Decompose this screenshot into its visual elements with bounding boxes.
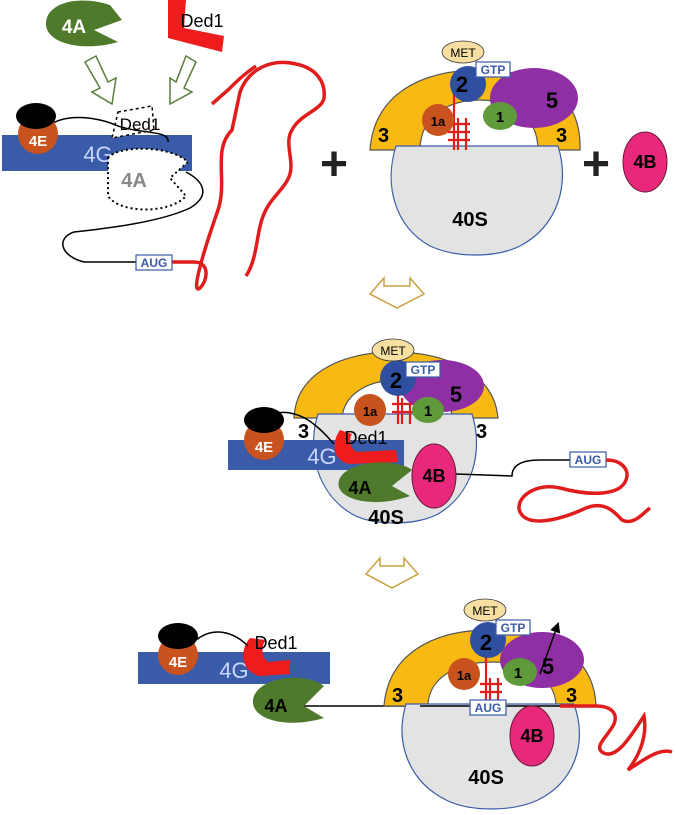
svg-text:2: 2 <box>456 72 468 97</box>
free-eif4b: 4B <box>622 131 668 193</box>
mrna-5utr-loop <box>62 171 204 263</box>
trna <box>480 648 502 706</box>
mrna-5utr <box>43 116 169 143</box>
eif1a <box>422 104 454 136</box>
svg-text:1: 1 <box>496 109 504 126</box>
svg-text:1: 1 <box>424 403 432 420</box>
svg-text:Ded1: Ded1 <box>254 633 297 653</box>
svg-text:4B: 4B <box>520 726 543 746</box>
40s-complex: 3 3 40S 5 1a 1 2 MET GTP <box>369 40 581 256</box>
panel-2: 3 3 40S 4G Ded1 4A 4B 5 1a 1 2 MET GTP <box>228 338 652 529</box>
eif4b <box>509 705 555 767</box>
ded1 <box>334 430 398 464</box>
met-trna <box>463 598 507 622</box>
panel-3: 4G Ded1 4A 4E 3 3 40S AUG 5 <box>138 598 673 810</box>
arrow-up-right-icon <box>539 622 561 675</box>
40s-subunit <box>401 703 580 810</box>
gtp-box <box>495 619 531 636</box>
cap-structure <box>16 103 56 129</box>
svg-text:1a: 1a <box>431 114 446 129</box>
eif1 <box>503 658 537 686</box>
mrna-cds <box>517 458 652 524</box>
open-down-arrow-icon <box>83 54 197 106</box>
svg-text:3: 3 <box>476 421 487 443</box>
svg-text:Ded1: Ded1 <box>344 428 387 448</box>
ded1-placeholder <box>111 105 155 139</box>
eif4a-placeholder <box>107 147 190 211</box>
svg-text:AUG: AUG <box>475 701 502 715</box>
cap-structure <box>244 407 284 433</box>
met-trna <box>371 338 415 362</box>
eif3-label: 3 <box>378 125 389 147</box>
mrna-cds <box>560 704 673 772</box>
svg-text:4A: 4A <box>264 696 287 716</box>
aug-box: AUG <box>135 254 173 271</box>
svg-text:MET: MET <box>472 604 498 618</box>
eif1a <box>448 658 480 690</box>
free-ded1: Ded1 <box>168 0 224 52</box>
eif4a <box>252 677 324 723</box>
plus-sign: + <box>320 138 348 191</box>
eif1a <box>354 394 386 426</box>
eif4a <box>338 462 412 503</box>
svg-text:GTP: GTP <box>501 621 526 635</box>
40s-subunit <box>390 145 564 256</box>
ded1 <box>243 638 290 676</box>
svg-text:4B: 4B <box>633 152 656 172</box>
plus-sign: + <box>582 138 610 191</box>
eif1 <box>483 102 517 130</box>
free-eif4a-label: 4A <box>62 17 87 38</box>
panel-1: 4A Ded1 4G 4A AUG <box>2 0 668 291</box>
ded1-placeholder-label: Ded1 <box>120 115 161 134</box>
svg-text:5: 5 <box>546 88 558 113</box>
free-ded1-label: Ded1 <box>180 11 223 31</box>
mrna-5utr <box>455 459 570 477</box>
svg-text:MET: MET <box>380 344 406 358</box>
svg-text:2: 2 <box>390 368 402 393</box>
svg-text:1a: 1a <box>457 668 472 683</box>
eif1 <box>412 397 444 423</box>
aug-label: AUG <box>141 256 168 270</box>
svg-text:1: 1 <box>514 665 522 682</box>
open-down-arrow-icon <box>368 276 426 309</box>
gtp-box <box>475 61 511 78</box>
svg-text:4E: 4E <box>169 654 187 671</box>
svg-text:4G: 4G <box>307 444 336 469</box>
eif3-label: 3 <box>556 125 567 147</box>
met-trna <box>441 40 485 64</box>
open-down-arrow-icon <box>364 556 420 589</box>
cap-structure <box>158 623 198 649</box>
svg-text:4G: 4G <box>219 658 248 683</box>
svg-text:MET: MET <box>450 46 476 60</box>
svg-text:GTP: GTP <box>411 363 436 377</box>
svg-text:5: 5 <box>542 654 554 679</box>
svg-text:3: 3 <box>392 685 403 707</box>
svg-text:GTP: GTP <box>481 63 506 77</box>
svg-text:5: 5 <box>450 382 462 407</box>
svg-text:2: 2 <box>480 630 492 655</box>
svg-text:1a: 1a <box>363 404 378 419</box>
eif4e-cap: 4E <box>16 103 58 154</box>
eif4e-label: 4E <box>29 133 47 150</box>
svg-text:3: 3 <box>566 685 577 707</box>
svg-text:AUG: AUG <box>575 453 602 467</box>
svg-text:40S: 40S <box>468 767 504 789</box>
svg-text:4B: 4B <box>422 466 445 486</box>
mrna-5utr <box>195 631 249 647</box>
svg-text:4E: 4E <box>255 439 273 456</box>
aug-box <box>469 699 507 716</box>
eif4b <box>411 443 457 509</box>
svg-text:40S: 40S <box>368 507 404 529</box>
svg-text:4A: 4A <box>348 478 371 498</box>
eif4a-placeholder-label: 4A <box>121 170 147 192</box>
free-eif4a: 4A <box>45 0 122 47</box>
mrna-cds <box>172 60 326 291</box>
gtp-box <box>405 361 441 378</box>
svg-text:3: 3 <box>298 421 309 443</box>
40s-label: 40S <box>452 209 488 231</box>
